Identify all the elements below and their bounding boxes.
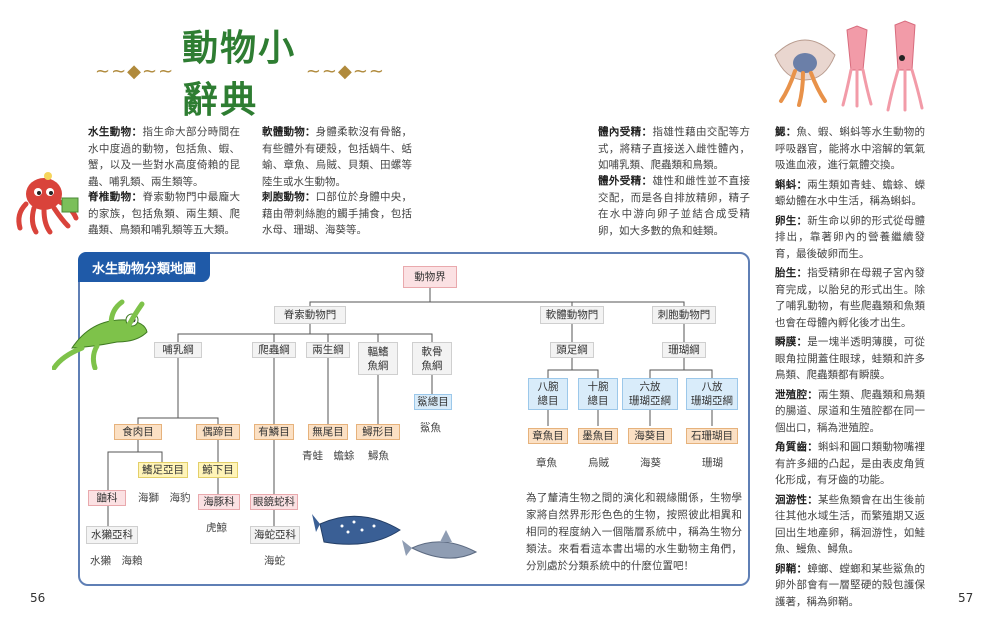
leaf-frog-toad: 青蛙 蟾蜍	[302, 450, 355, 462]
def-ruanti: 身體柔軟沒有骨骼，有些體外有硬殼，包括蝸牛、蛞蝓、章魚、烏賊、貝類、田螺等陸生或…	[262, 126, 413, 188]
glossary-item: 瞬膜：是一塊半透明薄膜，可從眼角拉開蓋住眼球，蛙類和許多鳥類、爬蟲類都有瞬膜。	[775, 336, 926, 381]
glossary-item: 角質齒：蝌蚪和圓口類動物嘴裡有許多細的凸起，是由表皮角質化形成，有牙齒的功能。	[775, 441, 926, 486]
node-squamata: 有鱗目	[254, 424, 294, 440]
node-delphinidae: 海豚科	[198, 494, 240, 510]
node-cetacea: 鯨下目	[198, 462, 238, 478]
term-tinei: 體內受精：	[598, 126, 653, 138]
node-chondrichthyes: 軟骨 魚綱	[412, 342, 452, 375]
term-shuisheng: 水生動物：	[88, 126, 143, 138]
node-lutrinae: 水獺亞科	[86, 526, 138, 544]
glossary-list: 鰓：魚、蝦、蝌蚪等水生動物的呼吸器官，能將水中溶解的氧氣吸進血液，進行氣體交換。…	[775, 124, 925, 610]
entry-jizhui: 脊椎動物：脊索動物門中最龐大的家族，包括魚類、兩生類、爬蟲類、鳥類和哺乳類等五大…	[88, 189, 240, 239]
term-cibao: 刺胞動物：	[262, 191, 316, 203]
node-scleractinia: 石珊瑚目	[686, 428, 738, 444]
node-elapidae: 眼鏡蛇科	[250, 494, 298, 510]
entry-ruanti: 軟體動物：身體柔軟沒有骨骼，有些體外有硬殼，包括蝸牛、蛞蝓、章魚、烏賊、貝類、田…	[262, 124, 412, 190]
def-jizhui: 脊索動物門中最龐大的家族，包括魚類、兩生類、爬蟲類、鳥類和哺乳類等五大類。	[88, 191, 241, 236]
glossary-item: 泄殖腔：兩生類、爬蟲類和鳥類的腸道、尿道和生殖腔都在同一個出口，稱為泄殖腔。	[775, 388, 926, 434]
page-title: 動物小辭典	[182, 28, 297, 121]
node-octopoda: 章魚目	[528, 428, 568, 444]
def-cibao: 口部位於身體中央，藉由帶刺絲胞的觸手捕食，包括水母、珊瑚、海葵等。	[262, 191, 413, 236]
squid2-illustration	[886, 20, 924, 112]
def-shuisheng: 指生命大部分時間在水中度過的動物，包括魚、蝦、蟹，以及一些對水高度倚賴的昆蟲、哺…	[88, 126, 241, 188]
node-cnidaria: 刺胞動物門	[652, 306, 716, 324]
leaf-coral: 珊瑚	[702, 457, 723, 469]
node-hexacorallia: 六放 珊瑚亞綱	[622, 378, 678, 410]
map-note: 為了釐清生物之間的演化和親緣關係，生物學家將自然界形形色色的生物，按照彼此相異和…	[526, 492, 742, 572]
glossary-item: 卵生：新生命以卵的形式從母體排出，靠著卵內的營養繼續發育，最後破卵而生。	[775, 214, 926, 260]
squid-illustration	[774, 25, 873, 108]
entry-tiwai: 體外受精：雄性和雌性並不直接交配，而是各自排放精卵，精子在水中游向卵子並結合成受…	[598, 173, 750, 239]
entry-tinei: 體內受精：指雄性藉由交配等方式，將精子直接送入雌性體內，如哺乳類、爬蟲類和鳥類。	[598, 124, 750, 174]
node-actinopterygii: 輻鰭 魚綱	[358, 342, 398, 375]
node-mammalia: 哺乳綱	[154, 342, 202, 358]
classification-map-title: 水生動物分類地圖	[78, 252, 210, 282]
leaf-squid: 烏賊	[588, 457, 609, 469]
node-carnivora: 食肉目	[114, 424, 162, 440]
leaf-shark: 鯊魚	[420, 422, 441, 434]
leaf-otters: 水獺 海賴	[90, 555, 143, 567]
term-jizhui: 脊椎動物：	[88, 191, 143, 203]
title-bar: ~~◆~~ 動物小辭典 ~~◆~~	[95, 28, 385, 121]
node-chordata: 脊索動物門	[274, 306, 346, 324]
glossary-item: 胎生：指受精卵在母親子宮內發育完成，以胎兒的形式出生。除了哺乳動物，有些爬蟲類和…	[775, 267, 926, 329]
def-tinei: 指雄性藉由交配等方式，將精子直接送入雌性體內，如哺乳類、爬蟲類和鳥類。	[598, 126, 751, 171]
def-tiwai: 雄性和雌性並不直接交配，而是各自排放精卵，精子在水中游向卵子並結合成受精卵，如大…	[598, 175, 751, 237]
node-reptilia: 爬蟲綱	[252, 342, 296, 358]
title-ornament-right: ~~◆~~	[305, 60, 385, 82]
leaf-seasnake: 海蛇	[264, 555, 285, 567]
glossary-item: 洄游性：某些魚類會在出生後前往其他水域生活，而繁殖期又返回出生地產卵，稱洄游性，…	[775, 493, 926, 556]
leaf-octopus: 章魚	[536, 457, 557, 469]
leaf-anemone: 海葵	[640, 457, 661, 469]
node-animal-kingdom: 動物界	[403, 266, 457, 288]
glossary-item: 卵鞘：蟑螂、螳螂和某些鯊魚的卵外部會有一層堅硬的殼包護保護著，稱為卵鞘。	[775, 562, 926, 608]
node-amphibia: 兩生綱	[306, 342, 350, 358]
page-number-right: 57	[958, 591, 974, 605]
node-acipenseriformes: 鱘形目	[356, 424, 400, 440]
node-actiniaria: 海葵目	[628, 428, 672, 444]
leaf-orca: 虎鯨	[206, 522, 227, 534]
title-ornament-left: ~~◆~~	[95, 60, 175, 82]
glossary-item: 鰓：魚、蝦、蝌蚪等水生動物的呼吸器官，能將水中溶解的氧氣吸進血液，進行氣體交換。	[775, 126, 926, 171]
page-number-left: 56	[30, 591, 46, 605]
frog-illustration	[52, 299, 148, 370]
shark-illustration	[312, 514, 478, 559]
node-pinnipedia: 鰭足亞目	[138, 462, 188, 478]
entry-shuisheng: 水生動物：指生命大部分時間在水中度過的動物，包括魚、蝦、蟹，以及一些對水高度倚賴…	[88, 124, 240, 190]
octopus-illustration	[16, 172, 79, 235]
node-decapodiformes: 十腕 總目	[578, 378, 618, 410]
node-mollusca: 軟體動物門	[540, 306, 604, 324]
leaf-sealion-seal: 海獅 海豹	[138, 492, 191, 504]
term-tiwai: 體外受精：	[598, 175, 653, 187]
node-cephalopoda: 頭足綱	[550, 342, 594, 358]
node-octocorallia: 八放 珊瑚亞綱	[686, 378, 738, 410]
node-anthozoa: 珊瑚綱	[662, 342, 706, 358]
glossary-item: 蝌蚪：兩生類如青蛙、蟾蜍、蠑螈幼體在水中生活，稱為蝌蚪。	[775, 178, 926, 208]
node-sepiida: 墨魚目	[578, 428, 618, 444]
node-selachimorpha: 鯊總目	[414, 394, 452, 410]
node-hydrophiinae: 海蛇亞科	[250, 526, 300, 544]
node-mustelidae: 鼬科	[88, 490, 126, 506]
node-artiodactyla: 偶蹄目	[196, 424, 240, 440]
entry-cibao: 刺胞動物：口部位於身體中央，藉由帶刺絲胞的觸手捕食，包括水母、珊瑚、海葵等。	[262, 189, 412, 239]
leaf-sturgeon: 鱘魚	[368, 450, 389, 462]
term-ruanti: 軟體動物：	[262, 126, 316, 138]
classification-map-frame	[78, 252, 750, 586]
node-octopodiformes: 八腕 總目	[528, 378, 568, 410]
node-anura: 無尾目	[308, 424, 348, 440]
